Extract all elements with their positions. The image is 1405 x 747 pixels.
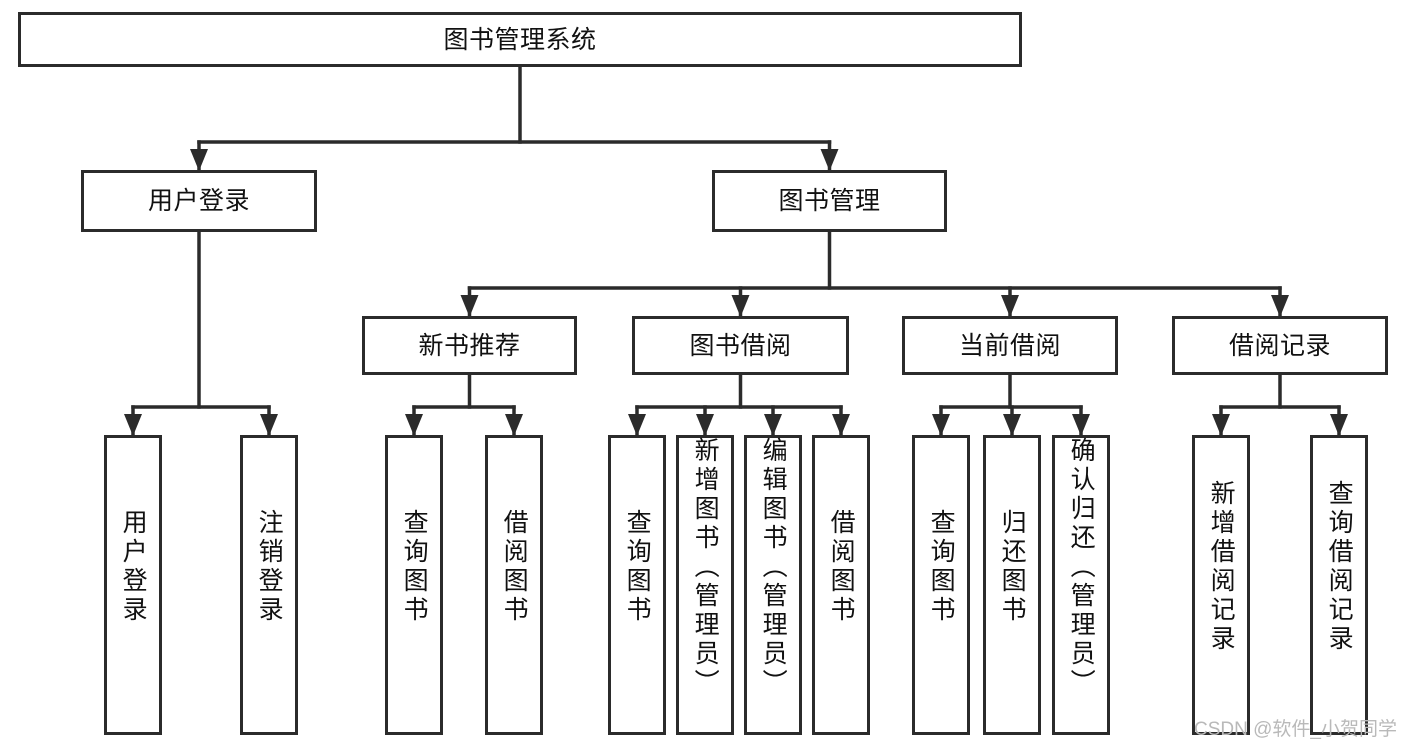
node-label: 编辑图书（管理员） — [759, 436, 788, 698]
node-label: 查询借阅记录 — [1325, 480, 1354, 654]
node-label: 用户登录 — [119, 509, 148, 625]
node-leaf-add-book[interactable]: 新增图书（管理员） — [676, 435, 734, 735]
node-leaf-borrow-book-1[interactable]: 借阅图书 — [485, 435, 543, 735]
node-label: 图书管理系统 — [443, 25, 597, 54]
node-label: 当前借阅 — [958, 331, 1061, 360]
node-leaf-query-record[interactable]: 查询借阅记录 — [1310, 435, 1368, 735]
node-leaf-add-record[interactable]: 新增借阅记录 — [1192, 435, 1250, 735]
node-label: 借阅图书 — [827, 509, 856, 625]
node-leaf-query-book-2[interactable]: 查询图书 — [608, 435, 666, 735]
node-label: 查询图书 — [623, 509, 652, 625]
node-label: 新增借阅记录 — [1207, 480, 1236, 654]
node-label: 新书推荐 — [418, 331, 521, 360]
node-leaf-query-book-3[interactable]: 查询图书 — [912, 435, 970, 735]
node-label: 新增图书（管理员） — [691, 436, 720, 698]
node-leaf-confirm-ret[interactable]: 确认归还（管理员） — [1052, 435, 1110, 735]
node-label: 查询图书 — [400, 509, 429, 625]
watermark-text: CSDN @软件_小贺同学 — [1194, 719, 1397, 740]
node-leaf-borrow-book-2[interactable]: 借阅图书 — [812, 435, 870, 735]
node-current-borrow[interactable]: 当前借阅 — [902, 316, 1118, 375]
node-leaf-edit-book[interactable]: 编辑图书（管理员） — [744, 435, 802, 735]
node-leaf-logout[interactable]: 注销登录 — [240, 435, 298, 735]
node-leaf-user-login[interactable]: 用户登录 — [104, 435, 162, 735]
node-book-borrow[interactable]: 图书借阅 — [632, 316, 849, 375]
node-label: 查询图书 — [927, 509, 956, 625]
node-label: 用户登录 — [147, 187, 250, 215]
node-label: 借阅图书 — [500, 509, 529, 625]
node-label: 图书借阅 — [689, 331, 792, 360]
node-new-book-rec[interactable]: 新书推荐 — [362, 316, 577, 375]
node-root[interactable]: 图书管理系统 — [18, 12, 1022, 67]
node-borrow-record[interactable]: 借阅记录 — [1172, 316, 1388, 375]
node-label: 注销登录 — [255, 509, 284, 625]
node-book-manage[interactable]: 图书管理 — [712, 170, 947, 232]
node-user-login[interactable]: 用户登录 — [81, 170, 317, 232]
node-label: 图书管理 — [778, 187, 881, 215]
node-label: 确认归还（管理员） — [1067, 436, 1096, 698]
node-label: 归还图书 — [998, 509, 1027, 625]
node-leaf-return-book[interactable]: 归还图书 — [983, 435, 1041, 735]
node-leaf-query-book-1[interactable]: 查询图书 — [385, 435, 443, 735]
node-label: 借阅记录 — [1228, 331, 1331, 360]
